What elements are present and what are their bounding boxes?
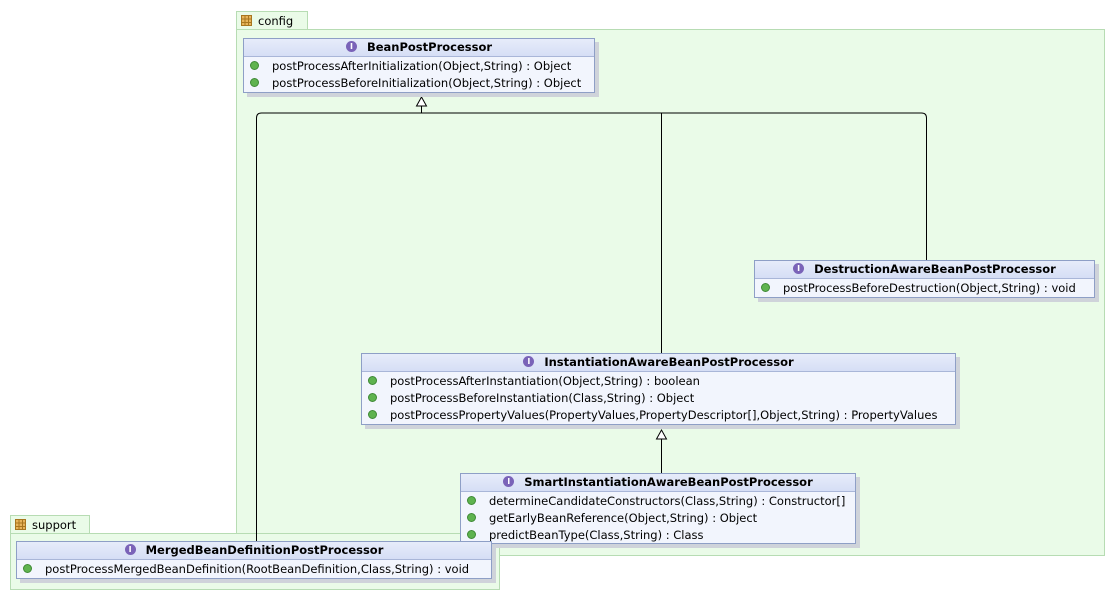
method-item[interactable]: postProcessAfterInstantiation(Object,Str… bbox=[362, 373, 955, 390]
class-header: I MergedBeanDefinitionPostProcessor bbox=[17, 542, 491, 560]
interface-icon: I bbox=[503, 476, 515, 487]
class-header: I BeanPostProcessor bbox=[244, 39, 594, 57]
public-method-icon bbox=[23, 564, 32, 573]
package-icon bbox=[15, 517, 26, 535]
method-item[interactable]: postProcessAfterInitialization(Object,St… bbox=[244, 58, 594, 75]
class-bean-post-processor[interactable]: I BeanPostProcessor postProcessAfterIniti… bbox=[243, 38, 595, 93]
class-name: InstantiationAwareBeanPostProcessor bbox=[544, 355, 794, 369]
link-merged-to-bean bbox=[256, 112, 927, 541]
public-method-icon bbox=[368, 376, 377, 385]
package-name-support: support bbox=[32, 518, 77, 532]
class-header: I DestructionAwareBeanPostProcessor bbox=[755, 261, 1094, 279]
generalization-arrowhead bbox=[415, 95, 428, 107]
interface-icon: I bbox=[124, 544, 136, 555]
class-smart-instantiation-aware-bean-post-processor[interactable]: I SmartInstantiationAwareBeanPostProcesso… bbox=[460, 473, 856, 544]
public-method-icon bbox=[250, 78, 259, 87]
method-item[interactable]: postProcessBeforeInstantiation(Class,Str… bbox=[362, 390, 955, 407]
package-tab-config[interactable]: config bbox=[236, 11, 308, 29]
package-icon bbox=[241, 13, 252, 31]
public-method-icon bbox=[467, 530, 476, 539]
class-header: I InstantiationAwareBeanPostProcessor bbox=[362, 354, 955, 372]
public-method-icon bbox=[761, 283, 770, 292]
interface-icon: I bbox=[345, 41, 357, 52]
public-method-icon bbox=[250, 61, 259, 70]
class-name: DestructionAwareBeanPostProcessor bbox=[814, 262, 1056, 276]
method-item[interactable]: predictBeanType(Class,String) : Class bbox=[461, 527, 855, 544]
method-item[interactable]: determineCandidateConstructors(Class,Str… bbox=[461, 493, 855, 510]
interface-icon: I bbox=[793, 263, 805, 274]
package-tab-support[interactable]: support bbox=[10, 515, 90, 533]
public-method-icon bbox=[467, 496, 476, 505]
class-name: BeanPostProcessor bbox=[366, 40, 493, 54]
method-item[interactable]: postProcessMergedBeanDefinition(RootBean… bbox=[17, 561, 491, 578]
class-name: MergedBeanDefinitionPostProcessor bbox=[145, 543, 384, 557]
public-method-icon bbox=[368, 410, 377, 419]
package-name-config: config bbox=[258, 14, 294, 28]
method-item[interactable]: postProcessBeforeDestruction(Object,Stri… bbox=[755, 280, 1094, 297]
class-header: I SmartInstantiationAwareBeanPostProcesso… bbox=[461, 474, 855, 492]
method-item[interactable]: getEarlyBeanReference(Object,String) : O… bbox=[461, 510, 855, 527]
class-instantiation-aware-bean-post-processor[interactable]: I InstantiationAwareBeanPostProcessor pos… bbox=[361, 353, 956, 425]
class-name: SmartInstantiationAwareBeanPostProcessor bbox=[524, 475, 813, 489]
public-method-icon bbox=[368, 393, 377, 402]
class-merged-bean-definition-post-processor[interactable]: I MergedBeanDefinitionPostProcessor postP… bbox=[16, 541, 492, 579]
class-destruction-aware-bean-post-processor[interactable]: I DestructionAwareBeanPostProcessor postP… bbox=[754, 260, 1095, 298]
interface-icon: I bbox=[523, 356, 535, 367]
method-item[interactable]: postProcessBeforeInitialization(Object,S… bbox=[244, 75, 594, 92]
method-item[interactable]: postProcessPropertyValues(PropertyValues… bbox=[362, 407, 955, 424]
public-method-icon bbox=[467, 513, 476, 522]
generalization-arrowhead bbox=[655, 428, 668, 440]
